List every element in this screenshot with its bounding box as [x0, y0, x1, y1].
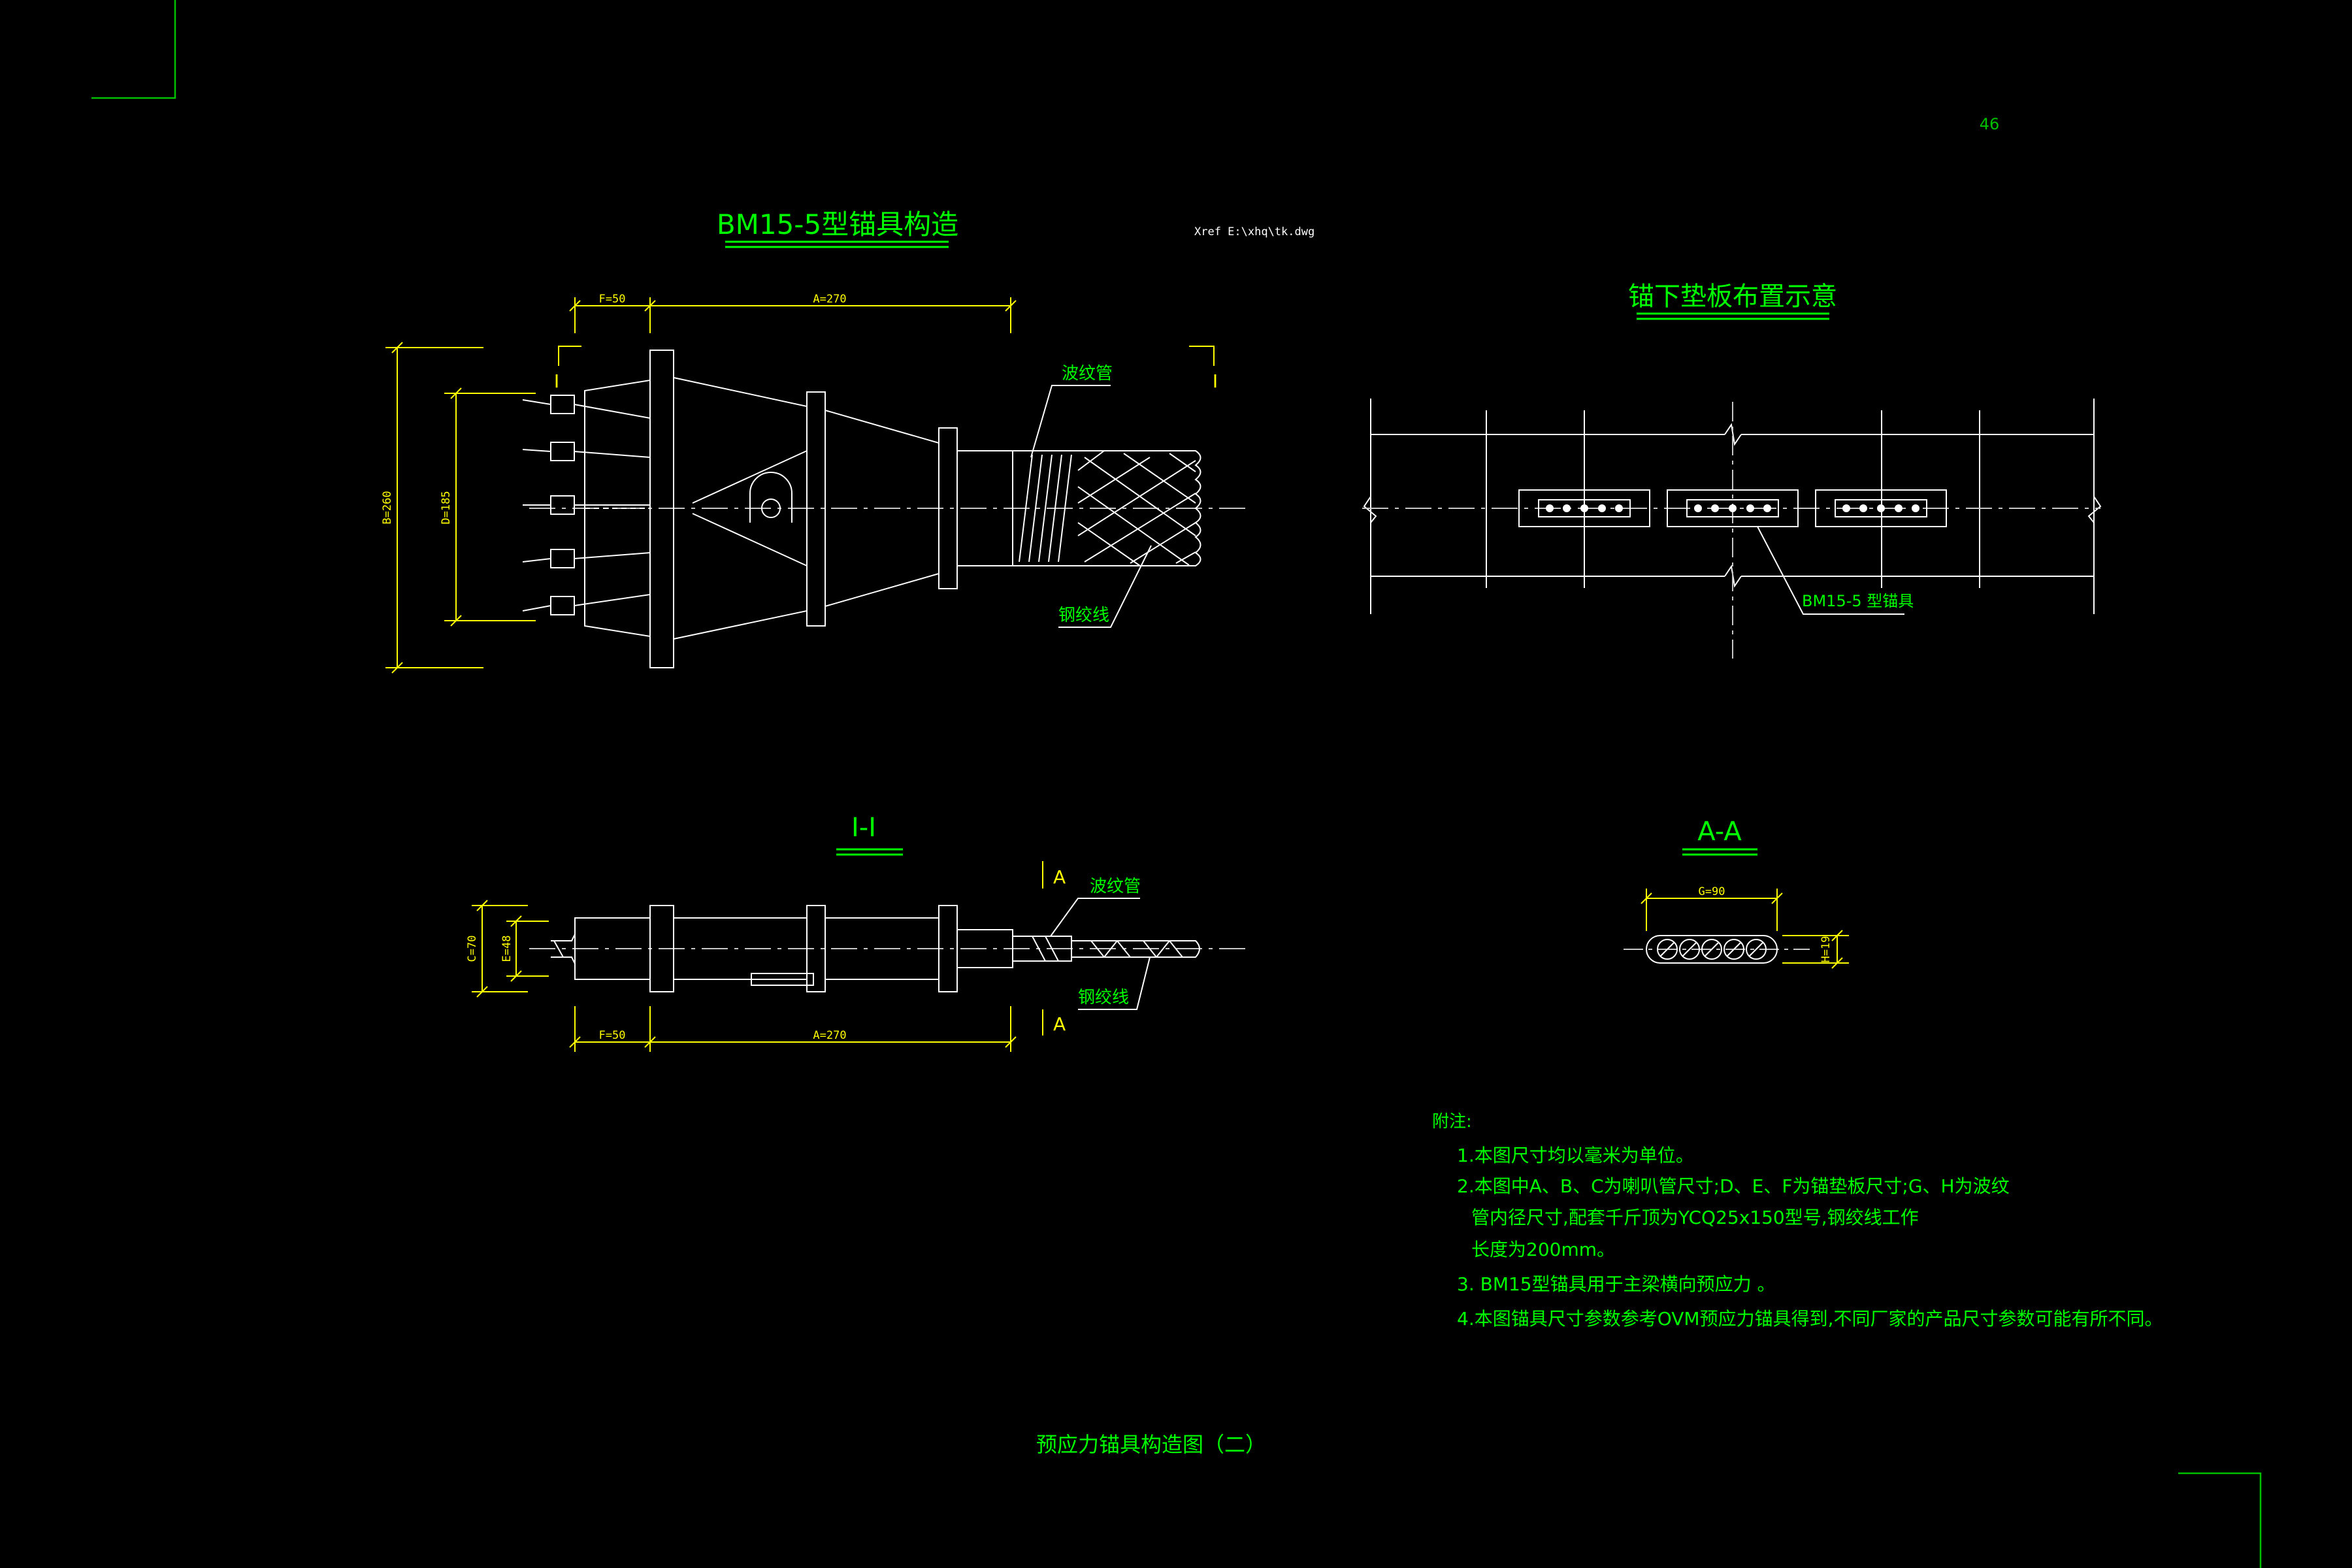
dim-e: E=48 — [500, 936, 514, 962]
callout-duct: 波纹管 — [1090, 877, 1141, 896]
wedge-pins — [522, 395, 651, 615]
note-line-5: 3. BM15型锚具用于主梁横向预应力 。 — [1457, 1273, 1776, 1295]
dim-g: G=90 — [1699, 885, 1725, 898]
section-a-view: A-A G=90 H=19 — [1624, 817, 1849, 969]
notes-block: 附注: 1.本图尺寸均以毫米为单位。 2.本图中A、B、C为喇叭管尺寸;D、E、… — [1432, 1112, 2163, 1330]
elevation-title: BM15-5型锚具构造 — [717, 208, 958, 240]
dim-a-top: A=270 — [813, 293, 846, 306]
section-mark-left: I — [554, 370, 559, 392]
note-line-3: 管内径尺寸,配套千斤顶为YCQ25x150型号,钢绞线工作 — [1471, 1207, 1919, 1228]
elevation-view: BM15-5型锚具构造 F=50 A=270 B=26 — [381, 208, 1251, 674]
section-i-title: I-I — [851, 813, 876, 843]
grout-lug — [749, 472, 792, 523]
sheet-frame — [91, 0, 2262, 1568]
dim-a-bottom: A=270 — [813, 1029, 846, 1042]
left-dimensions — [385, 342, 536, 674]
dim-f-top: F=50 — [599, 293, 626, 306]
strand-holes — [1546, 504, 1919, 512]
section-body — [551, 905, 1013, 992]
plate-layout-title: 锚下垫板布置示意 — [1628, 282, 1837, 312]
callout-strand: 钢绞线 — [1058, 606, 1109, 625]
callout-strand: 钢绞线 — [1078, 988, 1129, 1007]
callout-duct: 波纹管 — [1062, 364, 1113, 384]
drawing-title: 预应力锚具构造图（二） — [1036, 1432, 1266, 1457]
dim-b: B=260 — [381, 491, 394, 524]
section-i-dimensions — [472, 900, 1017, 1052]
top-dimensions — [569, 297, 1017, 333]
section-a-dimensions — [1641, 889, 1849, 969]
dim-f-bottom: F=50 — [599, 1029, 626, 1042]
section-a-title: A-A — [1697, 817, 1742, 847]
section-i-view: I-I — [466, 813, 1251, 1052]
rib-plate-1 — [806, 391, 826, 627]
bearing-plate — [649, 350, 674, 668]
cut-mark-bottom: A — [1053, 1013, 1066, 1035]
plate-callout: BM15-5 型锚具 — [1802, 592, 1914, 610]
dim-c: C=70 — [466, 936, 479, 962]
xref-label: Xref E:\xhq\tk.dwg — [1194, 225, 1315, 238]
page-number: 46 — [1980, 115, 2000, 133]
callout-leader — [1757, 526, 1904, 615]
duct-section — [1646, 935, 1778, 964]
section-strand — [1012, 936, 1200, 962]
section-mark-right: I — [1213, 370, 1218, 392]
steel-strand — [1071, 450, 1201, 566]
cut-mark-top: A — [1053, 866, 1066, 888]
dim-d: D=185 — [440, 491, 453, 524]
corner-mark-top-left — [91, 0, 176, 99]
callout-leaders — [1050, 898, 1151, 1010]
corner-mark-bottom-right — [2178, 1472, 2262, 1568]
anchor-plates — [1518, 489, 1947, 527]
note-line-1: 1.本图尺寸均以毫米为单位。 — [1457, 1145, 1694, 1166]
plate-layout-view: 锚下垫板布置示意 — [1362, 282, 2102, 659]
note-line-4: 长度为200mm。 — [1471, 1239, 1615, 1260]
note-line-6: 4.本图锚具尺寸参数参考OVM预应力锚具得到,不同厂家的产品尺寸参数可能有所不同… — [1457, 1308, 2163, 1330]
callout-leaders — [1030, 385, 1152, 628]
section-cut-marks — [558, 346, 1215, 366]
duct-connector — [956, 450, 1013, 566]
dim-h: H=19 — [1820, 936, 1833, 963]
notes-heading: 附注: — [1432, 1112, 1472, 1132]
corrugated-duct — [1013, 450, 1072, 566]
note-line-2: 2.本图中A、B、C为喇叭管尺寸;D、E、F为锚垫板尺寸;G、H为波纹 — [1457, 1175, 2010, 1197]
